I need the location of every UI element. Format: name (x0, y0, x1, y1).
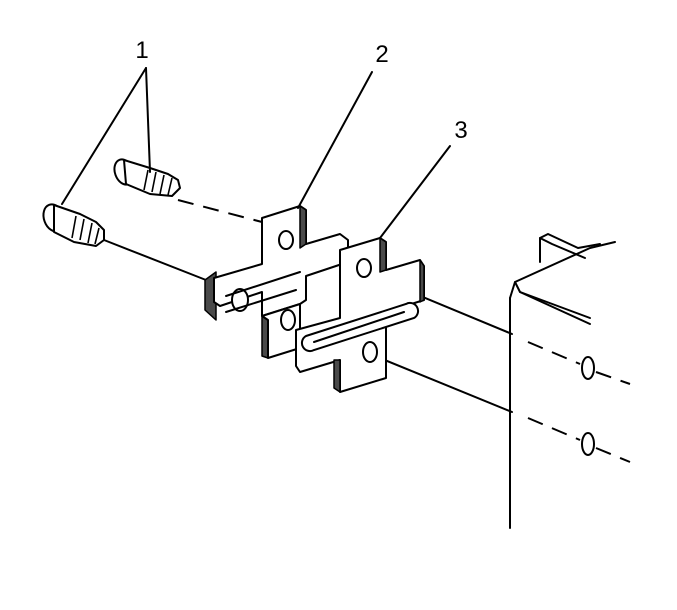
spacer-rear (295, 237, 425, 393)
callout-1: 1 (135, 37, 148, 64)
bracket-hole-upper (581, 356, 595, 380)
bracket-hole-lower (581, 432, 595, 456)
callout-3: 3 (454, 117, 467, 144)
callout-2: 2 (375, 41, 388, 68)
mounting-bracket (509, 233, 616, 529)
leader-lines (61, 67, 451, 239)
screw-upper (113, 158, 181, 197)
screw-lower (42, 203, 105, 247)
spacer-front (204, 205, 349, 359)
